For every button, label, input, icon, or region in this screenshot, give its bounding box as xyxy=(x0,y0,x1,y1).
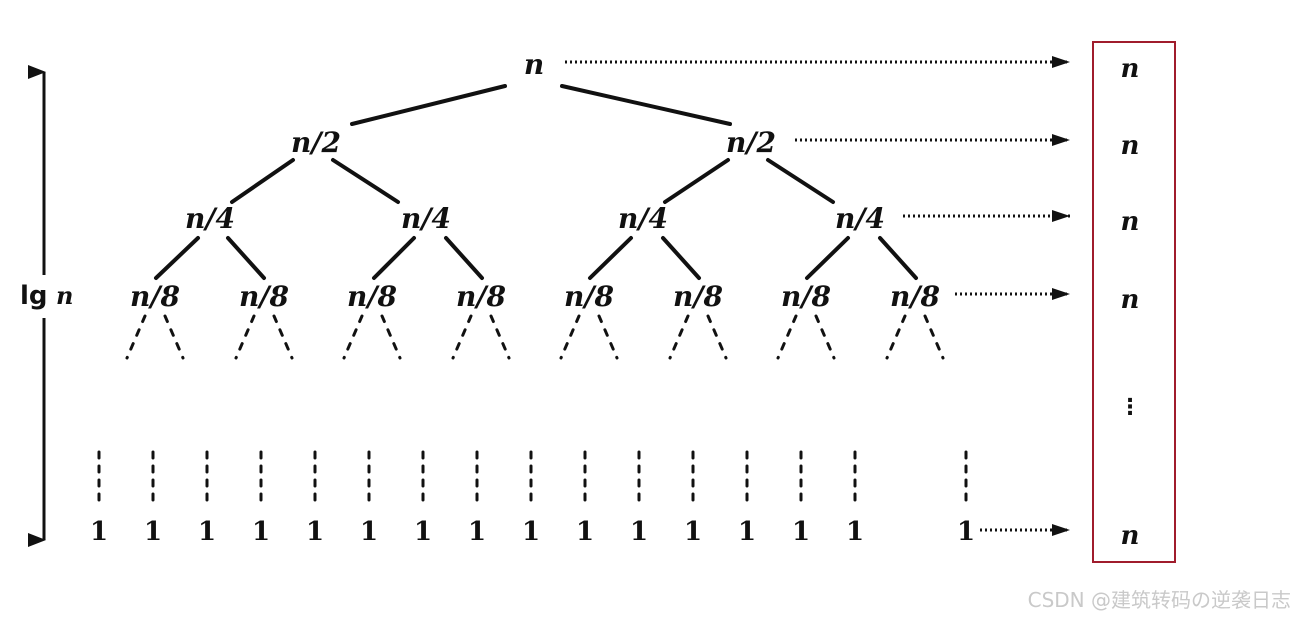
node-level2: n/4 xyxy=(618,202,668,235)
edge-l2-3b xyxy=(661,236,701,280)
leaf: 1 xyxy=(630,517,648,547)
leaf: 1 xyxy=(468,517,486,547)
cont-8b xyxy=(923,314,945,360)
leaf: 1 xyxy=(684,517,702,547)
cont-7b xyxy=(814,314,836,360)
edge-root-right xyxy=(560,84,732,126)
leaf: 1 xyxy=(144,517,162,547)
leaf: 1 xyxy=(522,517,540,547)
leaf: 1 xyxy=(846,517,864,547)
node-root: n xyxy=(524,48,544,81)
level-sum-ellipsis: ⋮ xyxy=(1119,395,1141,420)
tree-nodes: n n/2 n/2 n/4 n/4 n/4 n/4 n/8 n/8 n/8 n/… xyxy=(130,48,940,313)
cont-4a xyxy=(451,314,473,360)
level-sum-1: n xyxy=(1121,131,1140,161)
leaf-dashes xyxy=(97,450,968,508)
edge-l1-1a xyxy=(230,158,295,204)
tree-leaves: 1 1 1 1 1 1 1 1 1 1 1 1 1 1 1 1 xyxy=(90,517,975,547)
level-sums-box xyxy=(1092,41,1176,563)
cont-5a xyxy=(559,314,581,360)
cont-8a xyxy=(885,314,907,360)
node-level3: n/8 xyxy=(673,280,723,313)
leaf: 1 xyxy=(252,517,270,547)
cont-1b xyxy=(163,314,185,360)
cont-4b xyxy=(489,314,511,360)
edge-l2-1b xyxy=(226,236,266,280)
edge-l2-2a xyxy=(372,236,416,280)
leaf: 1 xyxy=(360,517,378,547)
edge-l2-3a xyxy=(588,236,633,280)
leaf: 1 xyxy=(792,517,810,547)
edge-l2-2b xyxy=(444,236,484,280)
node-level2: n/4 xyxy=(185,202,235,235)
tree-edges xyxy=(154,84,918,280)
leaf: 1 xyxy=(198,517,216,547)
leaf: 1 xyxy=(414,517,432,547)
level-sums: n n n n ⋮ n xyxy=(1119,54,1141,551)
height-label-prefix: lg xyxy=(20,281,48,311)
node-level3: n/8 xyxy=(239,280,289,313)
edge-l2-4b xyxy=(878,236,918,280)
cont-2b xyxy=(272,314,294,360)
node-level1: n/2 xyxy=(291,126,341,159)
edge-l1-2b xyxy=(766,158,835,204)
cont-6a xyxy=(668,314,690,360)
level-sum-2: n xyxy=(1121,207,1140,237)
edge-l2-1a xyxy=(154,236,200,280)
continuation-dashes xyxy=(125,314,945,360)
edge-root-left xyxy=(350,84,507,126)
node-level3: n/8 xyxy=(456,280,506,313)
level-sum-leaves: n xyxy=(1121,521,1140,551)
cont-1a xyxy=(125,314,147,360)
node-level3: n/8 xyxy=(890,280,940,313)
edge-l2-4a xyxy=(805,236,850,280)
leaf: 1 xyxy=(576,517,594,547)
cont-2a xyxy=(234,314,256,360)
cont-5b xyxy=(597,314,619,360)
leaf: 1 xyxy=(957,517,975,547)
leaf: 1 xyxy=(90,517,108,547)
edge-l1-2a xyxy=(663,158,730,204)
level-sum-3: n xyxy=(1121,285,1140,315)
level-sum-0: n xyxy=(1121,54,1140,84)
level-sum-arrows xyxy=(565,56,1070,536)
node-level2: n/4 xyxy=(835,202,885,235)
edge-l1-1b xyxy=(331,158,400,204)
cont-3a xyxy=(342,314,364,360)
node-level3: n/8 xyxy=(781,280,831,313)
cont-3b xyxy=(380,314,402,360)
node-level3: n/8 xyxy=(130,280,180,313)
watermark-text: CSDN @建筑转码の逆袭日志 xyxy=(1027,588,1291,612)
cont-6b xyxy=(706,314,728,360)
node-level2: n/4 xyxy=(401,202,451,235)
leaf: 1 xyxy=(738,517,756,547)
cont-7a xyxy=(776,314,798,360)
leaf: 1 xyxy=(306,517,324,547)
node-level3: n/8 xyxy=(564,280,614,313)
node-level3: n/8 xyxy=(347,280,397,313)
node-level1: n/2 xyxy=(726,126,776,159)
height-label-var: n xyxy=(56,281,73,310)
